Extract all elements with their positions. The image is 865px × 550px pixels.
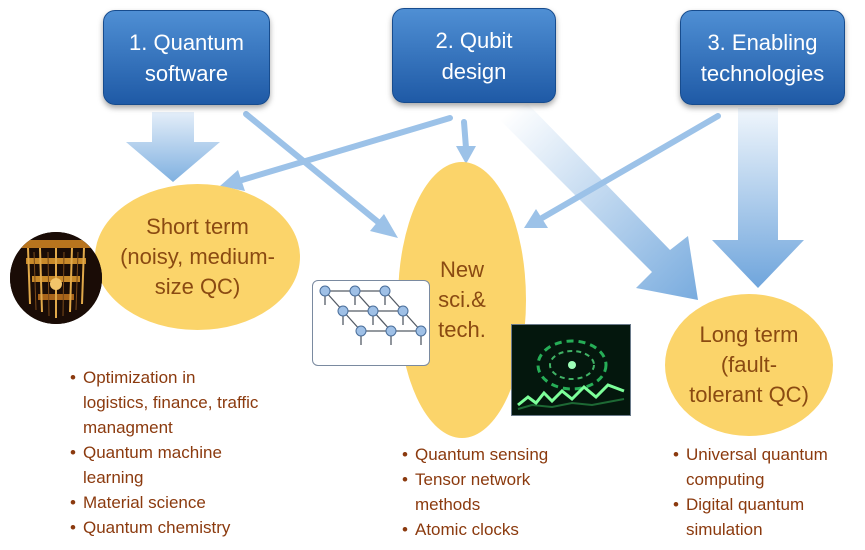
long-term-line1: Long term: [699, 322, 799, 347]
arrow-qubit-to-short-term: [239, 115, 453, 183]
list-item-line: Universal quantum: [686, 445, 828, 464]
arrowhead-new-sci-from-enabling: [524, 209, 548, 228]
list-item: Quantum machine learning: [70, 440, 258, 490]
list-item-line: managment: [83, 418, 173, 437]
arrow-software-to-short-term: [126, 112, 220, 182]
new-sci-applications-list: Quantum sensing Tensor network methods A…: [402, 442, 548, 542]
box-software-line1: 1. Quantum: [129, 29, 244, 55]
arrowhead-new-sci-from-qubit: [456, 146, 476, 164]
box-qubit-design: 2. Qubit design: [392, 8, 556, 103]
arrow-qubit-to-long-term: [498, 104, 698, 300]
list-item-line: learning: [83, 468, 144, 487]
box-enabling-line2: technologies: [700, 60, 825, 86]
list-item: Universal quantum computing: [673, 442, 828, 492]
new-sci-line3: tech.: [438, 317, 486, 342]
short-term-line3: size QC): [154, 274, 241, 299]
list-item: Optimization in logistics, finance, traf…: [70, 365, 258, 440]
list-item-line: Material science: [83, 493, 206, 512]
list-item: Material science: [70, 490, 258, 515]
arrow-software-to-new-sci: [243, 111, 381, 225]
list-item-line: Tensor network: [415, 470, 531, 489]
short-term-applications-list: Optimization in logistics, finance, traf…: [70, 365, 258, 540]
arrow-qubit-to-new-sci: [461, 119, 469, 151]
list-item: Quantum chemistry: [70, 515, 258, 540]
box-enabling-technologies: 3. Enabling technologies: [680, 10, 845, 105]
list-item: Atomic clocks: [402, 517, 548, 542]
long-term-line2: (fault-: [720, 352, 778, 377]
list-item-line: computing: [686, 470, 765, 489]
list-item: Digital quantum simulation: [673, 492, 828, 542]
long-term-applications-list: Universal quantum computing Digital quan…: [673, 442, 828, 542]
box-software-line2: software: [144, 60, 229, 86]
short-term-line2: (noisy, medium-: [120, 244, 275, 269]
tensor-network-illustration: [312, 280, 430, 366]
quantum-computer-photo: [10, 232, 102, 324]
arrowhead-short-term-from-qubit: [220, 170, 245, 191]
arrow-enabling-to-long-term: [712, 108, 804, 288]
list-item-line: methods: [415, 495, 481, 514]
box-quantum-software: 1. Quantum software: [103, 10, 270, 105]
list-item-line: logistics, finance, traffic: [83, 393, 259, 412]
long-term-line3: tolerant QC): [689, 382, 809, 407]
box-qubit-line2: design: [441, 58, 507, 84]
list-item: Quantum sensing: [402, 442, 548, 467]
list-item-line: simulation: [686, 520, 763, 539]
new-sci-line2: sci.&: [438, 287, 486, 312]
short-term-line1: Short term: [146, 214, 249, 239]
atomic-clock-photo: [511, 324, 631, 416]
arrowhead-new-sci-from-software: [370, 214, 398, 238]
list-item-line: Quantum machine: [83, 443, 222, 462]
ellipse-short-term: Short term (noisy, medium-size QC): [95, 184, 300, 330]
list-item-line: Quantum chemistry: [83, 518, 231, 537]
list-item-line: Quantum sensing: [415, 445, 549, 464]
ellipse-long-term: Long term (fault-tolerant QC): [665, 294, 833, 436]
list-item: Tensor network methods: [402, 467, 548, 517]
new-sci-line1: New: [439, 257, 484, 282]
list-item-line: Digital quantum: [686, 495, 805, 514]
list-item-line: Optimization in: [83, 368, 196, 387]
box-enabling-line1: 3. Enabling: [707, 29, 818, 55]
arrow-enabling-to-new-sci: [539, 113, 721, 221]
box-qubit-line1: 2. Qubit: [435, 27, 513, 53]
list-item-line: Atomic clocks: [415, 520, 519, 539]
